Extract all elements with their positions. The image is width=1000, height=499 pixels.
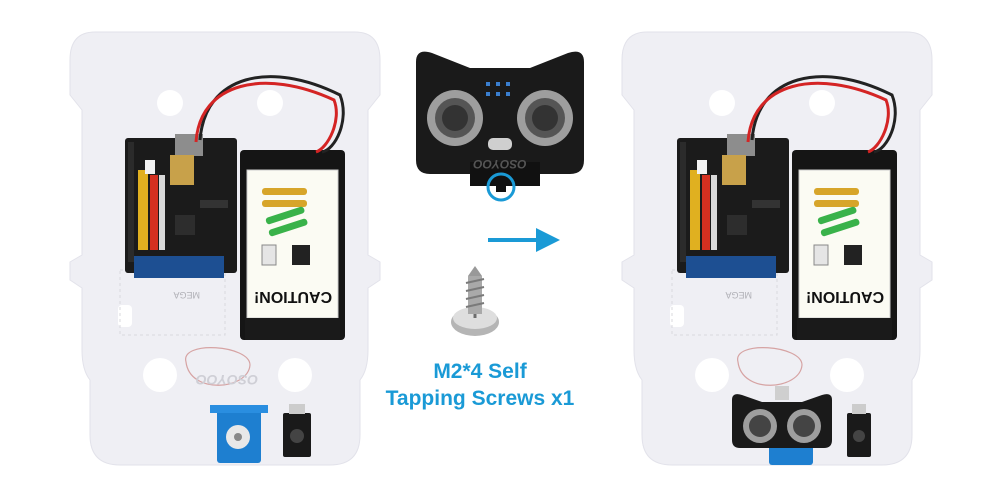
left-caution-label: CAUTION! — [254, 288, 332, 305]
ultrasonic-sensor-module: OSOYOO — [416, 51, 584, 202]
screw-icon — [451, 266, 499, 336]
right-servo-wire — [737, 347, 803, 386]
left-sensor-module — [283, 404, 311, 457]
left-battery-box — [239, 149, 346, 341]
caption-line-2: Tapping Screws x1 — [385, 387, 575, 410]
left-servo-wire — [185, 347, 251, 386]
left-car-assembly: MEGA CAUTION! OSOYOO — [69, 31, 381, 466]
right-car-assembly: MEGA CAUTION! — [621, 31, 933, 466]
left-board-label: MEGA — [173, 290, 200, 300]
highlight-circle-icon — [486, 172, 516, 202]
right-control-board — [677, 134, 789, 278]
right-battery-box — [791, 149, 898, 341]
caption-line-1: M2*4 Self — [433, 360, 527, 383]
left-servo-motor — [210, 405, 268, 463]
left-control-board — [125, 134, 237, 278]
right-caution-label: CAUTION! — [806, 288, 884, 305]
arrow-right-icon — [488, 228, 560, 252]
right-mounted-ultrasonic-sensor — [732, 386, 832, 448]
screw-caption: M2*4 Self Tapping Screws x1 — [360, 358, 600, 412]
left-brand-label: OSOYOO — [196, 372, 258, 388]
right-board-label: MEGA — [725, 290, 752, 300]
sensor-brand-label: OSOYOO — [473, 157, 527, 171]
right-sensor-module — [847, 404, 871, 457]
